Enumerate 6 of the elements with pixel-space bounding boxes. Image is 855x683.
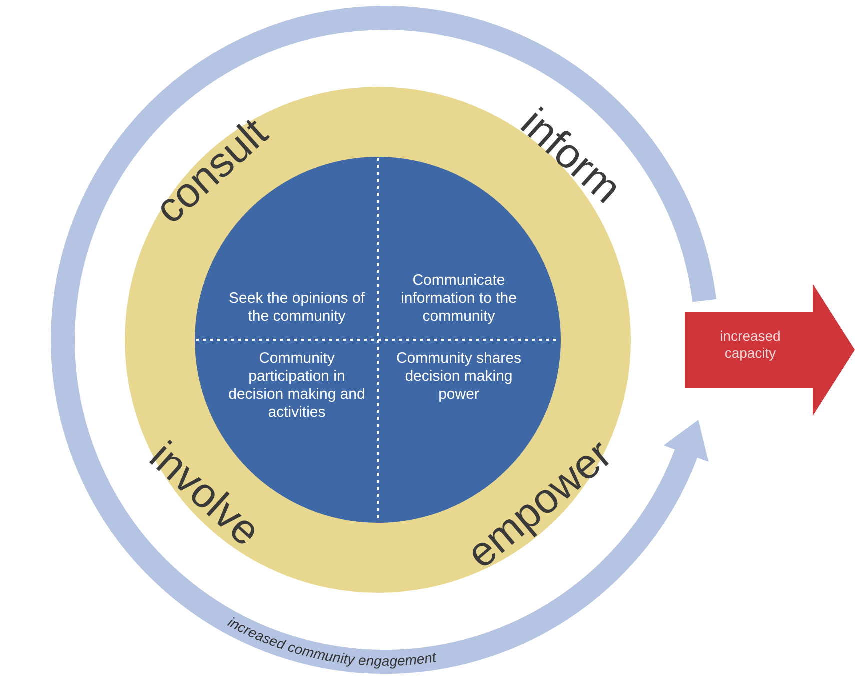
stage-description: Seek the opinions of the community — [228, 290, 366, 326]
block-arrow — [685, 284, 855, 416]
stage-description: Community participation in decision making and activities — [228, 350, 366, 422]
stage-description: Community shares decision making power — [395, 350, 523, 404]
stage-description: Communicate information to the community — [400, 272, 518, 326]
arrow-label: increased capacity — [719, 328, 782, 362]
